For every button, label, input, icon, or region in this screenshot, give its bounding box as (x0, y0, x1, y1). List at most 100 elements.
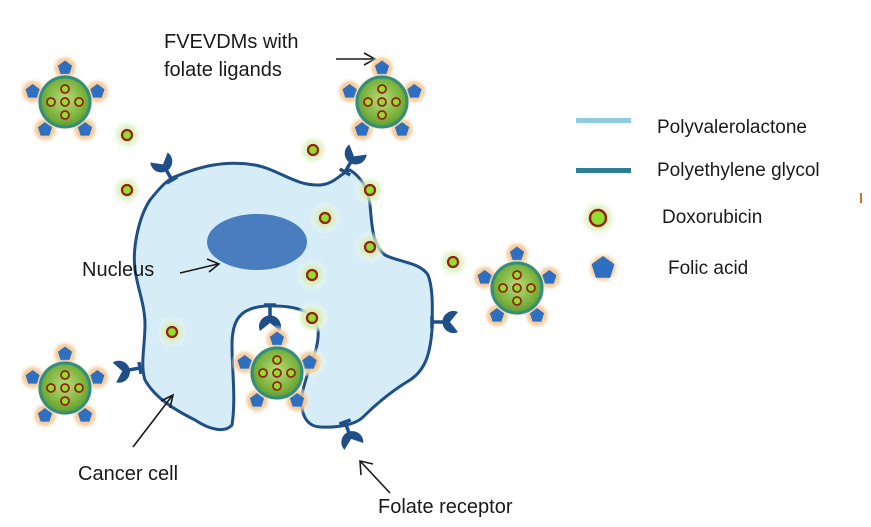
fvevdm-micelle (18, 339, 112, 430)
doxorubicin-core (363, 97, 373, 107)
doxorubicin-particle (296, 259, 328, 291)
doxorubicin-core (363, 183, 377, 197)
doxorubicin-particle (377, 97, 387, 107)
legend-label-polyvalerolactone: Polyvalerolactone (657, 117, 807, 138)
doxorubicin-particle (354, 231, 386, 263)
doxorubicin-core (60, 84, 70, 94)
folate-receptor (430, 311, 458, 333)
doxorubicin-particle (526, 283, 536, 293)
fvevdm-micelle (230, 324, 324, 415)
doxorubicin-particle (272, 381, 282, 391)
doxorubicin-core (512, 270, 522, 280)
folic-acid-pentagon (57, 60, 73, 75)
folate-receptor (338, 144, 367, 177)
doxorubicin-particle (60, 396, 70, 406)
doxorubicin-core (305, 311, 319, 325)
doxorubicin-core (377, 97, 387, 107)
doxorubicin-particle (377, 84, 387, 94)
doxorubicin-particle (60, 97, 70, 107)
doxorubicin-particle (391, 97, 401, 107)
folic-acid-pentagon (342, 84, 357, 98)
doxorubicin-particle (309, 202, 341, 234)
receptor-cup (341, 431, 364, 450)
arrow-cancer-cell (132, 393, 175, 448)
doxorubicin-core (377, 110, 387, 120)
receptor-stem (164, 168, 174, 181)
legend-doxorubicin-core (588, 208, 608, 228)
doxorubicin-particle (363, 97, 373, 107)
doxorubicin-core (391, 97, 401, 107)
folic-acid-pentagon (90, 84, 105, 98)
doxorubicin-particle (74, 97, 84, 107)
doxorubicin-particle (297, 134, 329, 166)
doxorubicin-core (526, 283, 536, 293)
arrow-folate-receptor (359, 459, 391, 494)
legend-folic-acid-pentagon (591, 256, 615, 278)
fvevdm-micelle (470, 239, 564, 330)
doxorubicin-particle (46, 383, 56, 393)
legend-folic-acid-icon (586, 251, 620, 285)
doxorubicin-particle (512, 270, 522, 280)
doxorubicin-core (512, 296, 522, 306)
doxorubicin-core (60, 370, 70, 380)
doxorubicin-particle (156, 316, 188, 348)
doxorubicin-particle (60, 370, 70, 380)
legend-line-polyethylene-glycol (576, 168, 631, 173)
legend-label-polyethylene-glycol: Polyethylene glycol (657, 160, 820, 181)
legend-label-folic-acid: Folic acid (668, 258, 749, 279)
doxorubicin-core (306, 143, 320, 157)
doxorubicin-particle (111, 174, 143, 206)
receptor-stem (343, 160, 353, 173)
folic-acid-pentagon (90, 370, 105, 384)
doxorubicin-particle (60, 84, 70, 94)
folic-acid-pentagon (237, 355, 252, 369)
folic-acid-pentagon (57, 346, 73, 361)
doxorubicin-core (363, 240, 377, 254)
doxorubicin-particle (272, 355, 282, 365)
doxorubicin-core (286, 368, 296, 378)
doxorubicin-particle (111, 119, 143, 151)
folate-receptor (338, 418, 364, 450)
doxorubicin-core (74, 97, 84, 107)
folic-acid-pentagon (302, 355, 317, 369)
cancer-cell-label: Cancer cell (78, 463, 179, 485)
folic-acid-pentagon (542, 270, 557, 284)
doxorubicin-particle (272, 368, 282, 378)
nucleus (207, 214, 307, 270)
doxorubicin-particle (74, 383, 84, 393)
arrows (132, 52, 391, 494)
receptor-stem (127, 366, 141, 372)
fvevdms-label-line1: FVEVDMs with (164, 31, 299, 53)
doxorubicin-core (46, 383, 56, 393)
doxorubicin-particle (437, 246, 469, 278)
folate-receptor-label: Folate receptor (378, 496, 513, 518)
doxorubicin-core (74, 383, 84, 393)
doxorubicin-core (60, 396, 70, 406)
fvevdm-micelle (18, 53, 112, 144)
legend-doxorubicin-icon (578, 198, 618, 238)
nucleus-label: Nucleus (82, 259, 155, 281)
doxorubicin-core (120, 128, 134, 142)
doxorubicin-particle (354, 174, 386, 206)
folic-acid-pentagon (25, 370, 40, 384)
doxorubicin-particle (46, 97, 56, 107)
doxorubicin-core (46, 97, 56, 107)
doxorubicin-core (512, 283, 522, 293)
legend-tick-mark (860, 193, 862, 203)
doxorubicin-core (272, 368, 282, 378)
fvevdm-micelle (335, 53, 429, 144)
doxorubicin-core (258, 368, 268, 378)
folate-receptor-layer (112, 144, 458, 450)
doxorubicin-particle (60, 383, 70, 393)
legend (576, 118, 862, 285)
doxorubicin-particle (377, 110, 387, 120)
doxorubicin-core (318, 211, 332, 225)
doxorubicin-particle (258, 368, 268, 378)
doxorubicin-core (272, 381, 282, 391)
doxorubicin-particle (512, 296, 522, 306)
folic-acid-pentagon (509, 246, 525, 261)
micelle-layer (18, 53, 564, 430)
folic-acid-pentagon (269, 331, 285, 346)
folate-receptor (112, 360, 143, 383)
doxorubicin-core (272, 355, 282, 365)
